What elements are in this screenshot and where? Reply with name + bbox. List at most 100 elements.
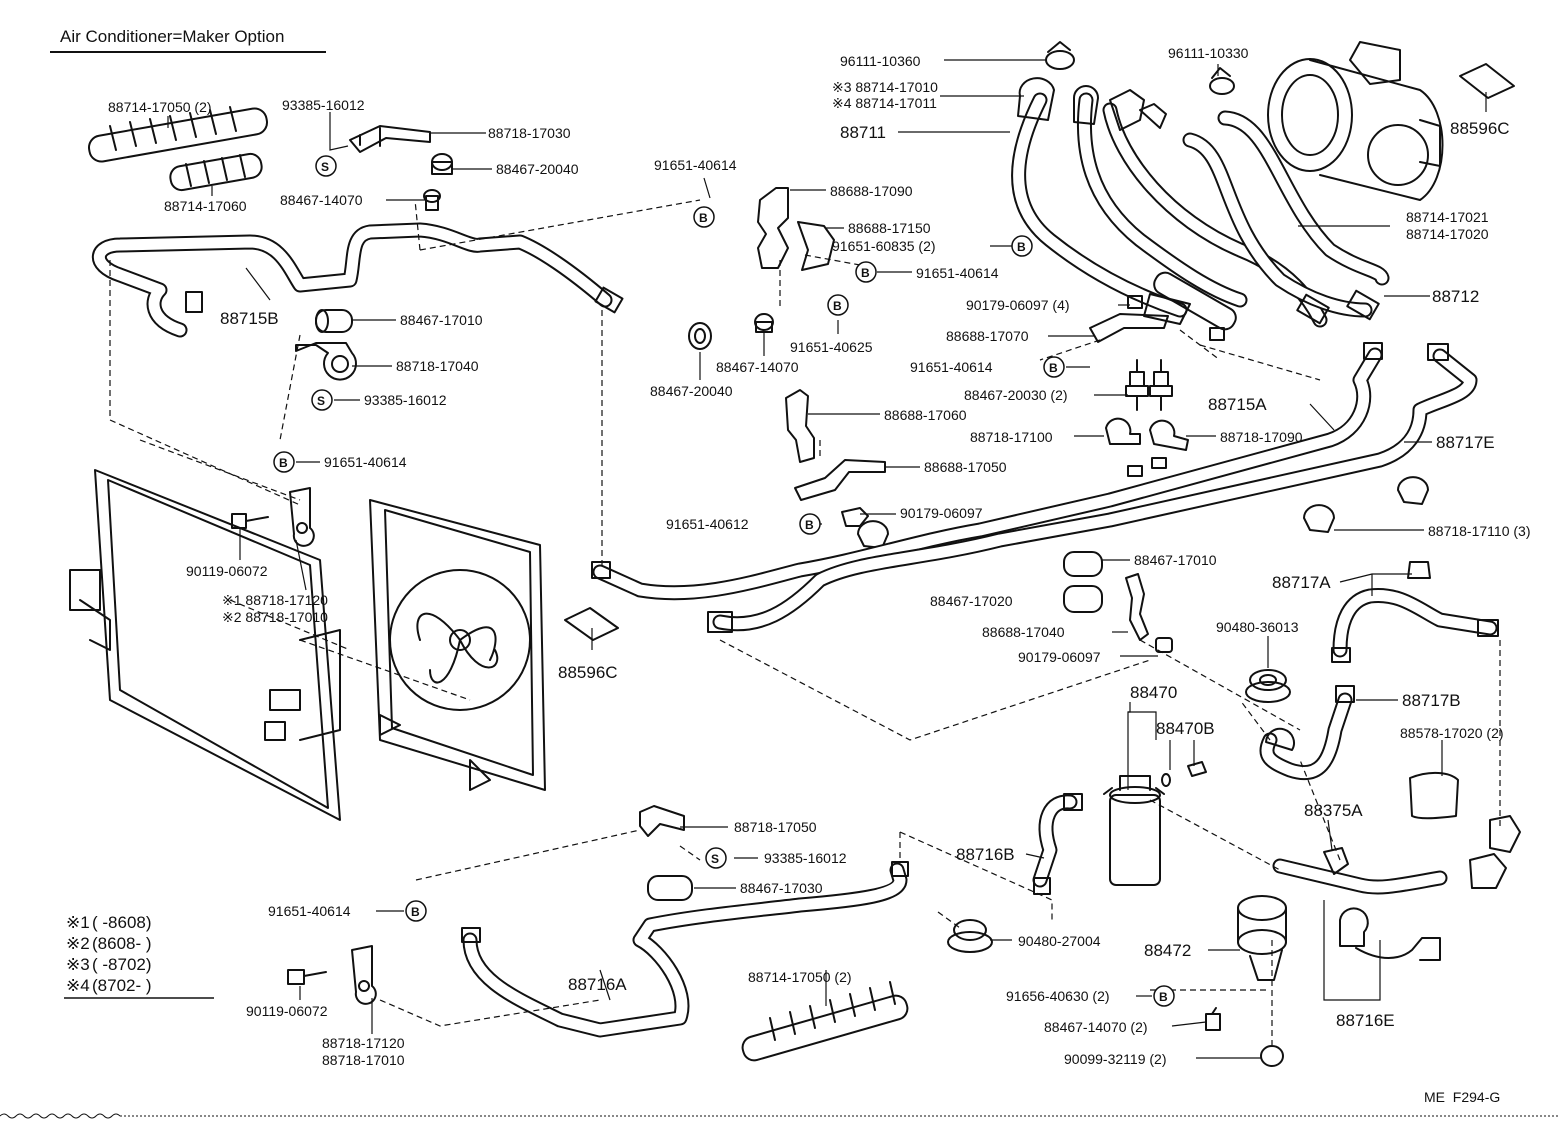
label-tag-88596C-right bbox=[1459, 63, 1515, 99]
label-91651-60835: 91651-60835 (2) bbox=[832, 238, 936, 254]
tube-88717A bbox=[1331, 561, 1499, 663]
part-labels: 88714-17050 (2) 93385-16012 88718-17030 … bbox=[108, 45, 1530, 1068]
bracket-88688-17150 bbox=[797, 221, 835, 271]
svg-text:B: B bbox=[411, 905, 420, 919]
clip-center bbox=[857, 520, 889, 549]
label-91651-40612: 91651-40612 bbox=[666, 516, 749, 532]
legend-range-4: (8702- ) bbox=[92, 976, 152, 995]
svg-text:S: S bbox=[711, 852, 719, 866]
label-88688-17150: 88688-17150 bbox=[848, 220, 931, 236]
clamp-96111-10330 bbox=[1209, 67, 1235, 95]
grommet-90179-06097-4 bbox=[1127, 295, 1225, 341]
bracket-88688-17060 bbox=[785, 389, 815, 463]
label-88467-17020: 88467-17020 bbox=[930, 593, 1013, 609]
insulation-tube-hose bbox=[1153, 271, 1237, 331]
label-90480-27004: 90480-27004 bbox=[1018, 933, 1101, 949]
cushion-88467-14070-center bbox=[754, 313, 774, 333]
tube-88716A bbox=[461, 861, 909, 1038]
label-88472: 88472 bbox=[1144, 941, 1191, 960]
bracket-88472 bbox=[1237, 895, 1287, 981]
legend-mark-4: ※4 bbox=[66, 976, 90, 995]
label-88467-14070-a: 88467-14070 bbox=[280, 192, 363, 208]
insulation-tube-long bbox=[88, 106, 268, 163]
label-88714-17050-a: 88714-17050 (2) bbox=[108, 99, 212, 115]
symbol-b-6: B bbox=[1043, 356, 1065, 378]
label-88688-17070: 88688-17070 bbox=[946, 328, 1029, 344]
label-88470B: 88470B bbox=[1156, 719, 1215, 738]
diagram-code: ME F294-G bbox=[1424, 1089, 1500, 1105]
label-88712: 88712 bbox=[1432, 287, 1479, 306]
bracket-88688-17050 bbox=[794, 459, 886, 501]
svg-text:S: S bbox=[321, 160, 329, 174]
label-90179-06097-a: 90179-06097 bbox=[900, 505, 983, 521]
tube-88716E bbox=[1272, 847, 1448, 961]
cushion-88467-14070 bbox=[423, 189, 441, 211]
cushion-88467-17010-b bbox=[1063, 551, 1103, 577]
cover-88578-17020 bbox=[1409, 772, 1459, 820]
label-88467-20030: 88467-20030 (2) bbox=[964, 387, 1068, 403]
label-88714-17020: 88714-17020 bbox=[1406, 226, 1489, 242]
label-88467-14070-b: 88467-14070 bbox=[716, 359, 799, 375]
leader-lines bbox=[167, 59, 1487, 1059]
label-88715A: 88715A bbox=[1208, 395, 1267, 414]
symbol-s-2: S bbox=[311, 389, 333, 411]
symbol-b-5: B bbox=[827, 294, 849, 316]
label-88718-17010-b: 88718-17010 bbox=[322, 1052, 405, 1068]
label-88717A: 88717A bbox=[1272, 573, 1331, 592]
bracket-88688-17070 bbox=[1089, 313, 1169, 343]
clamp-88718-17040 bbox=[295, 342, 357, 381]
symbol-b-9: B bbox=[1153, 985, 1175, 1007]
label-91651-40614-a: 91651-40614 bbox=[654, 157, 737, 173]
label-tag-88596C-left bbox=[564, 607, 619, 641]
nut-90099-32119 bbox=[1260, 1045, 1284, 1067]
label-88714-17060: 88714-17060 bbox=[164, 198, 247, 214]
cushion-88467-20040-center bbox=[688, 322, 712, 350]
phantom-lines bbox=[109, 199, 1501, 1045]
label-90179-06097-4: 90179-06097 (4) bbox=[966, 297, 1070, 313]
label-93385-16012-c: 93385-16012 bbox=[764, 850, 847, 866]
cushion-88467-17020 bbox=[1063, 585, 1103, 613]
symbol-b-3: B bbox=[1011, 235, 1033, 257]
label-88718-17110: 88718-17110 (3) bbox=[1428, 523, 1530, 539]
legend-mark-1: ※1 bbox=[66, 913, 90, 932]
legend: ※1 ( -8608) ※2 (8608- ) ※3 ( -8702) ※4 (… bbox=[64, 913, 214, 999]
hose-88711 bbox=[1011, 77, 1248, 325]
label-91651-40614-d: 91651-40614 bbox=[910, 359, 993, 375]
label-93385-16012-a: 93385-16012 bbox=[282, 97, 365, 113]
svg-text:B: B bbox=[1017, 240, 1026, 254]
diagram-title: Air Conditioner=Maker Option bbox=[60, 27, 284, 46]
cushion-88467-20040 bbox=[431, 153, 453, 175]
tube-88716B bbox=[1032, 793, 1083, 895]
cushion-88467-17030 bbox=[647, 875, 693, 901]
svg-text:B: B bbox=[699, 211, 708, 225]
label-96111-10330: 96111-10330 bbox=[1168, 45, 1249, 61]
symbol-s-3: S bbox=[705, 847, 727, 869]
label-88467-14070-c: 88467-14070 (2) bbox=[1044, 1019, 1148, 1035]
clamp-88718-17090 bbox=[1149, 419, 1189, 451]
clamp-96111-10360 bbox=[1045, 41, 1075, 70]
label-88715B: 88715B bbox=[220, 309, 279, 328]
label-88578-17020: 88578-17020 (2) bbox=[1400, 725, 1504, 741]
label-88596C-b: 88596C bbox=[1450, 119, 1510, 138]
label-88717E: 88717E bbox=[1436, 433, 1495, 452]
label-90119-06072-b: 90119-06072 bbox=[246, 1003, 328, 1019]
symbol-b-1: B bbox=[273, 451, 295, 473]
legend-range-1: ( -8608) bbox=[92, 913, 152, 932]
svg-text:B: B bbox=[1159, 990, 1168, 1004]
label-88467-20040-a: 88467-20040 bbox=[496, 161, 579, 177]
label-88718-17100: 88718-17100 bbox=[970, 429, 1053, 445]
fan-shroud bbox=[369, 499, 546, 791]
bolt-90119-06072 bbox=[231, 513, 269, 529]
label-88716A: 88716A bbox=[568, 975, 627, 994]
label-88716B: 88716B bbox=[956, 845, 1015, 864]
bolt-90119-06072-b bbox=[287, 969, 327, 985]
label-88714-17050-b: 88714-17050 (2) bbox=[748, 969, 852, 985]
label-88718-17050: 88718-17050 bbox=[734, 819, 817, 835]
o-ring-88470B bbox=[1161, 761, 1207, 787]
label-96111-10360: 96111-10360 bbox=[840, 53, 921, 69]
symbol-b-4: B bbox=[855, 261, 877, 283]
label-88688-17050: 88688-17050 bbox=[924, 459, 1007, 475]
label-88714-17021: 88714-17021 bbox=[1406, 209, 1489, 225]
label-88467-17010-b: 88467-17010 bbox=[1134, 552, 1217, 568]
